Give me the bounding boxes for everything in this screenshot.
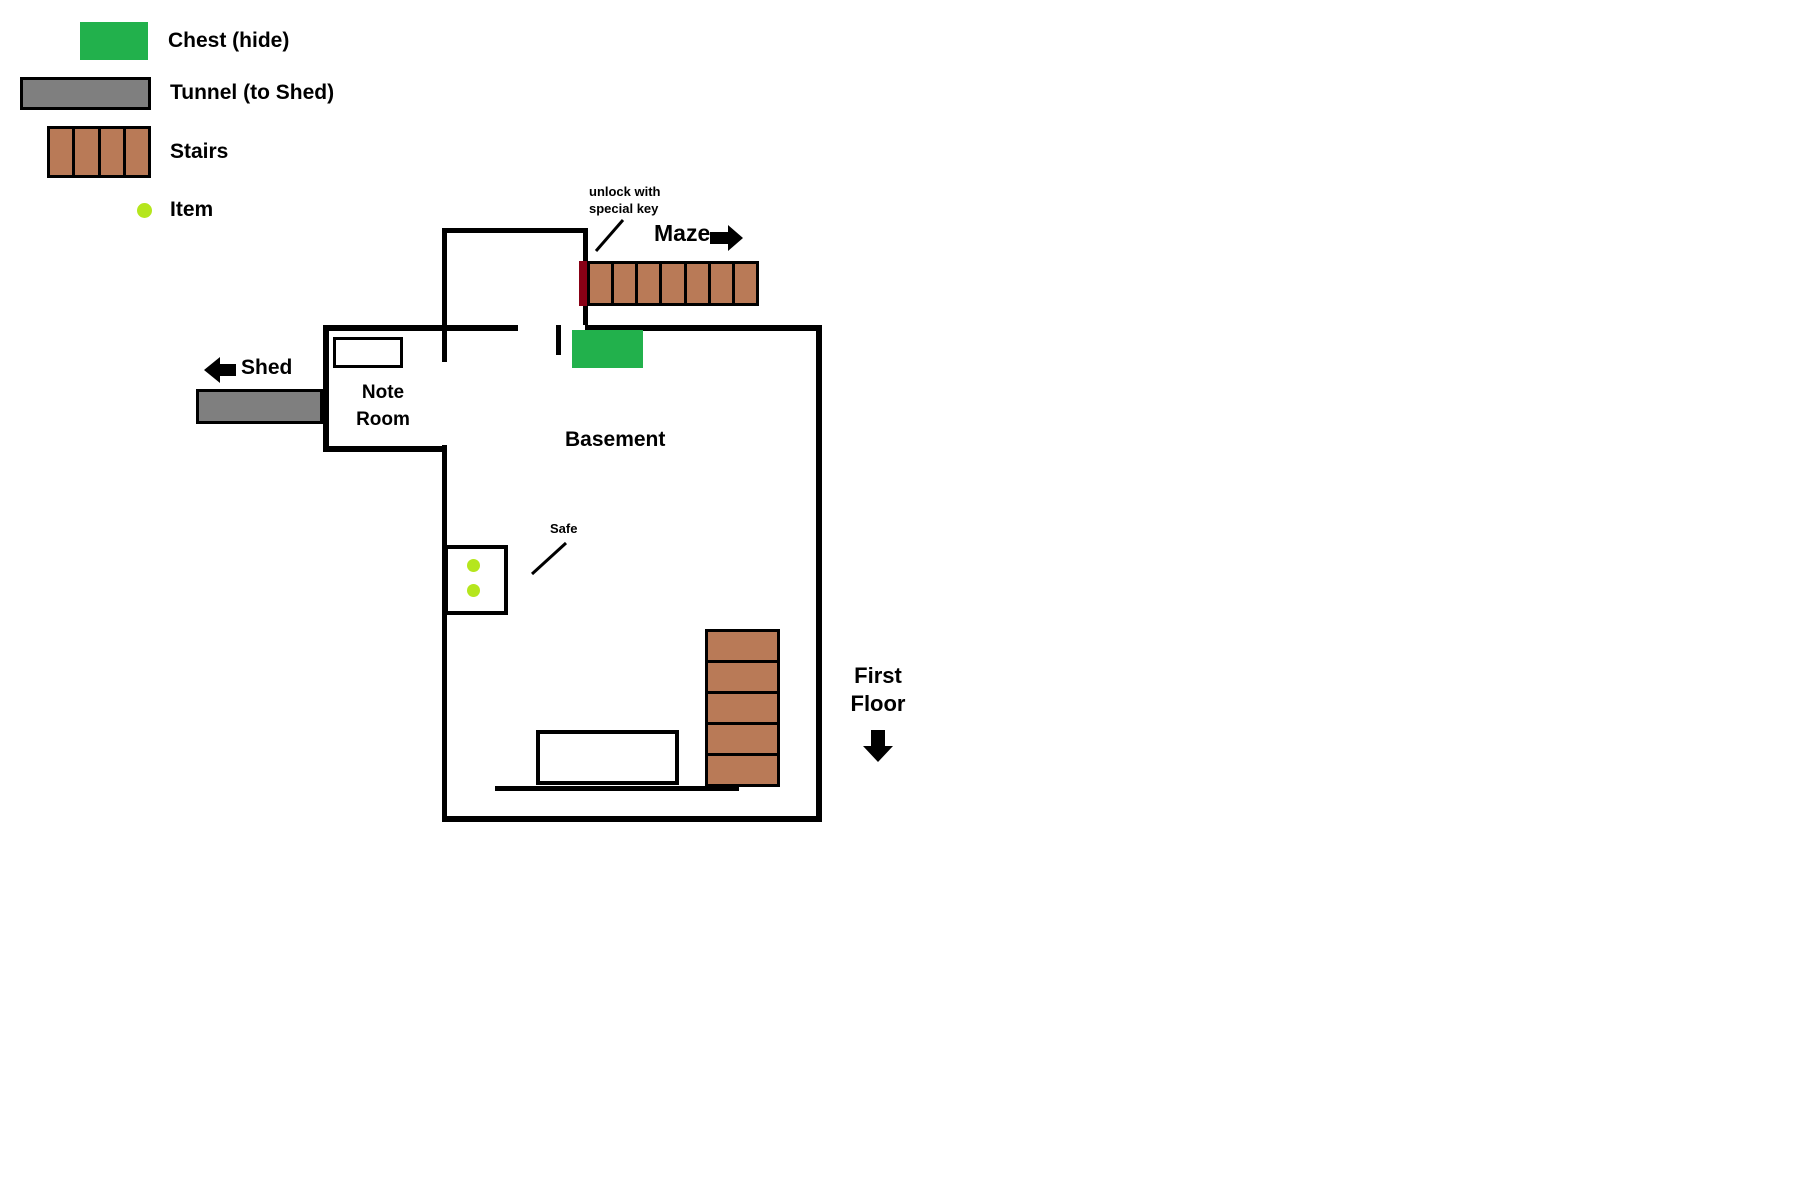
- stair-tread: [659, 264, 683, 303]
- stair-tread: [708, 691, 777, 722]
- unlock-note-line1: unlock with: [589, 184, 661, 199]
- item-dot: [467, 584, 480, 597]
- wall-note-room-left: [323, 325, 329, 452]
- wall-doorway-jamb: [556, 325, 561, 355]
- wall-basement-top-left-segment: [442, 325, 518, 331]
- stair-tread: [708, 660, 777, 691]
- stair-tread: [122, 129, 148, 175]
- shed-label: Shed: [241, 356, 293, 379]
- wall-basement-top-right-segment: [585, 325, 822, 331]
- wall-basement-right: [816, 325, 822, 822]
- safe: [444, 545, 508, 615]
- stair-tread: [683, 264, 708, 303]
- wall-note-room-bottom: [323, 446, 447, 452]
- tunnel-to-shed: [196, 389, 323, 424]
- safe-pointer-line: [530, 541, 568, 576]
- legend-tunnel-swatch: [20, 77, 151, 110]
- locked-door: [579, 261, 588, 306]
- wall-stair-room-right-lower: [583, 306, 588, 325]
- legend-stairs-swatch: [47, 126, 151, 178]
- stair-tread: [708, 722, 777, 753]
- unlock-note: unlock with special key: [589, 183, 661, 217]
- legend-item-label: Item: [170, 198, 214, 221]
- note-room-label-line2: Room: [356, 409, 410, 430]
- note-paper: [333, 337, 403, 368]
- stairs-to-maze: [587, 261, 759, 306]
- wall-stair-room-right-upper: [583, 228, 588, 261]
- first-floor-label: First Floor: [841, 662, 915, 718]
- maze-right-arrow-icon: [710, 225, 743, 251]
- item-dot: [467, 559, 480, 572]
- basement-label: Basement: [565, 428, 666, 451]
- first-floor-label-line2: Floor: [850, 691, 906, 716]
- unlock-pointer-line: [594, 219, 625, 252]
- wall-stair-room-left: [442, 228, 447, 362]
- legend-chest-label: Chest (hide): [168, 29, 290, 52]
- stairs-to-first-floor: [705, 629, 780, 787]
- stair-tread: [707, 264, 732, 303]
- unlock-note-line2: special key: [589, 201, 659, 216]
- wall-basement-bottom: [442, 816, 822, 822]
- bed: [536, 730, 679, 785]
- stair-tread: [97, 129, 123, 175]
- wall-note-room-top: [323, 325, 442, 331]
- maze-label: Maze: [654, 220, 711, 246]
- legend-chest-swatch: [80, 22, 148, 60]
- legend-item-dot: [137, 203, 152, 218]
- first-floor-down-arrow-icon: [863, 730, 893, 762]
- stair-tread: [635, 264, 659, 303]
- stair-tread: [590, 264, 611, 303]
- shed-left-arrow-icon: [204, 357, 236, 383]
- first-floor-label-line1: First: [854, 663, 902, 688]
- floor-line: [495, 786, 739, 791]
- stair-tread: [72, 129, 97, 175]
- stair-tread: [708, 753, 777, 784]
- stair-tread: [50, 129, 72, 175]
- stair-tread: [708, 632, 777, 660]
- safe-label: Safe: [550, 521, 578, 536]
- legend-tunnel-label: Tunnel (to Shed): [170, 81, 335, 104]
- chest-hide-spot: [572, 330, 643, 368]
- legend-stairs-label: Stairs: [170, 140, 229, 163]
- note-room-label: Note Room: [325, 379, 441, 433]
- stair-tread: [731, 264, 756, 303]
- stair-tread: [611, 264, 635, 303]
- wall-stair-room-top: [442, 228, 588, 233]
- note-room-label-line1: Note: [361, 382, 405, 403]
- wall-basement-left-lower: [442, 445, 447, 822]
